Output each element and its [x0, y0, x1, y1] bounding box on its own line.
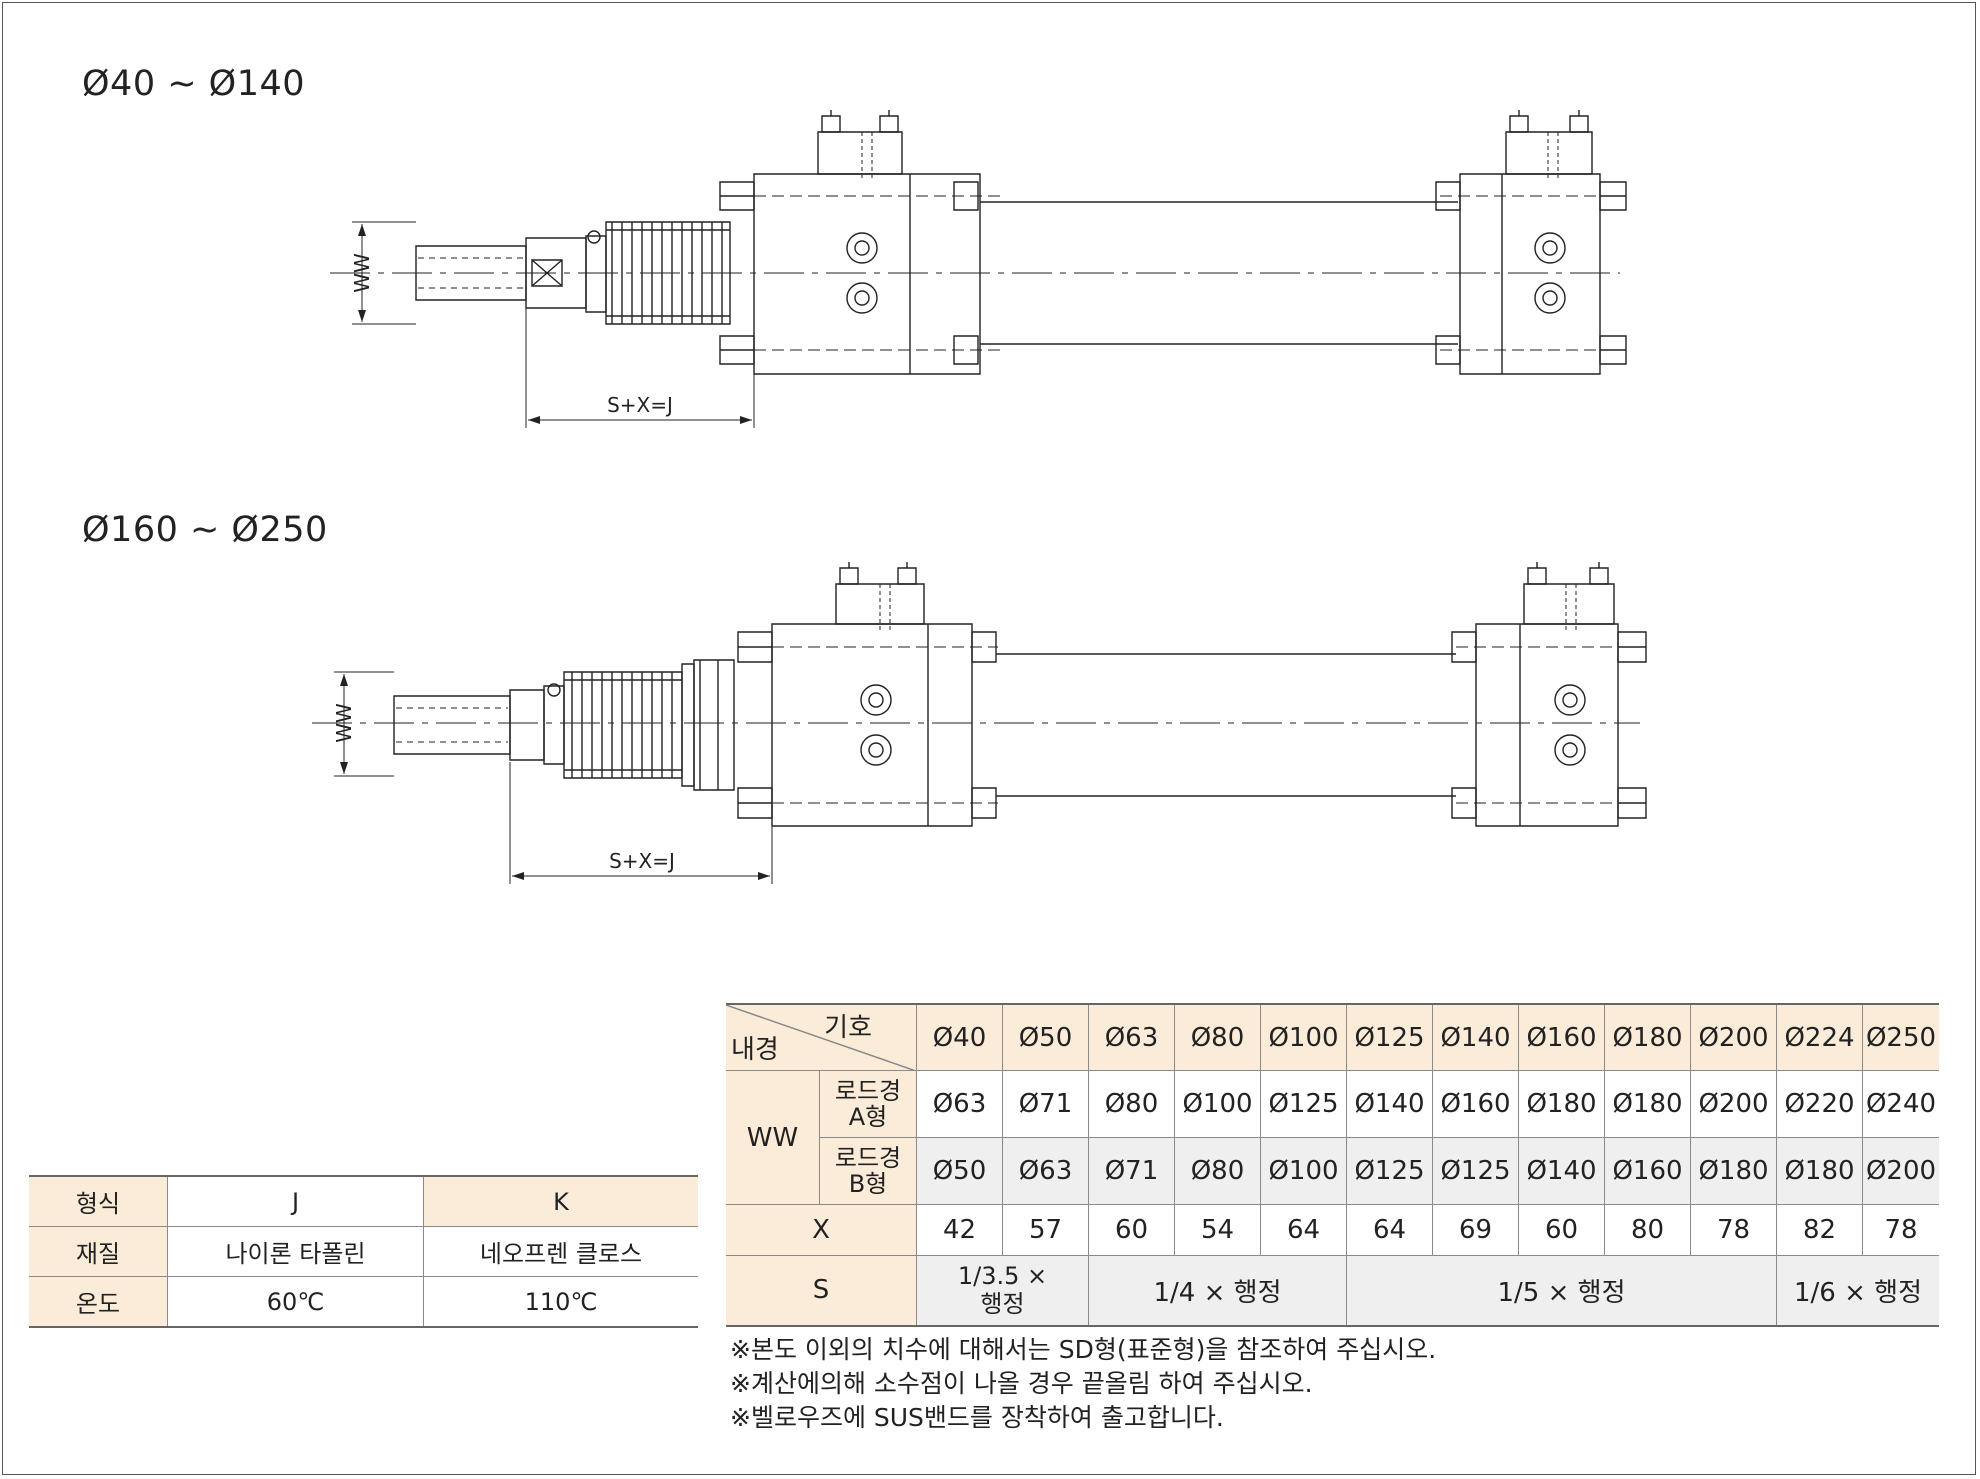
mat-header-k: K	[423, 1175, 698, 1227]
rod-b-cell: Ø180	[1690, 1137, 1777, 1205]
x-cell: 60	[1088, 1204, 1175, 1256]
s-row: S 1/3.5 ×행정 1/4 × 행정 1/5 × 행정 1/6 × 행정	[726, 1255, 1939, 1327]
rod-b-cell: Ø125	[1346, 1137, 1433, 1205]
x-cell: 69	[1432, 1204, 1519, 1256]
cylinder-drawing-small: WW S+X=J	[0, 0, 1980, 500]
s-group-1: 1/3.5 ×행정	[916, 1255, 1089, 1327]
rod-a-cell: Ø140	[1346, 1070, 1433, 1138]
mat-row-label: 온도	[29, 1276, 168, 1328]
mat-cell: 나이론 타폴린	[167, 1226, 424, 1277]
sxj-label-2: S+X=J	[609, 849, 675, 873]
rod-b-cell: Ø100	[1260, 1137, 1347, 1205]
mat-cell: 110℃	[423, 1276, 698, 1328]
rod-b-cell: Ø80	[1174, 1137, 1261, 1205]
notes: ※본도 이외의 치수에 대해서는 SD형(표준형)을 참조하여 주십시오. ※계…	[730, 1333, 1436, 1435]
rod-b-cell: Ø63	[1002, 1137, 1089, 1205]
note-line: ※계산에의해 소수점이 나올 경우 끝올림 하여 주십시오.	[730, 1369, 1313, 1398]
rod-b-cell: Ø160	[1604, 1137, 1691, 1205]
ww-label-2: WW	[332, 703, 356, 743]
corner-bore-label: 내경	[731, 1035, 779, 1065]
bore-header: Ø63	[1088, 1003, 1175, 1071]
sxj-label-1: S+X=J	[607, 393, 673, 417]
rod-a-cell: Ø160	[1432, 1070, 1519, 1138]
mat-cell: 네오프렌 클로스	[423, 1226, 698, 1277]
bore-header: Ø180	[1604, 1003, 1691, 1071]
bore-header: Ø160	[1518, 1003, 1605, 1071]
ww-label: WW	[726, 1070, 820, 1205]
rod-a-cell: Ø125	[1260, 1070, 1347, 1138]
x-cell: 57	[1002, 1204, 1089, 1256]
material-table: 형식 J K 재질 나이론 타폴린 네오프렌 클로스 온도 60℃ 110℃	[29, 1175, 698, 1328]
rod-a-cell: Ø220	[1776, 1070, 1863, 1138]
rod-a-cell: Ø180	[1604, 1070, 1691, 1138]
rod-b-label-line2: B형	[848, 1170, 888, 1198]
rod-a-cell: Ø80	[1088, 1070, 1175, 1138]
rod-b-cell: Ø50	[916, 1137, 1003, 1205]
corner-diagonal	[726, 1005, 916, 1071]
x-cell: 80	[1604, 1204, 1691, 1256]
rod-a-cell: Ø240	[1862, 1070, 1939, 1138]
rod-a-cell: Ø100	[1174, 1070, 1261, 1138]
s-label: S	[726, 1255, 917, 1327]
x-cell: 60	[1518, 1204, 1605, 1256]
corner-cell: 기호 내경	[726, 1003, 917, 1071]
s-group-4: 1/6 × 행정	[1776, 1255, 1939, 1327]
x-cell: 54	[1174, 1204, 1261, 1256]
bore-header: Ø224	[1776, 1003, 1863, 1071]
rod-a-cell: Ø63	[916, 1070, 1003, 1138]
rod-b-cell: Ø180	[1776, 1137, 1863, 1205]
s-group-1-line2: 행정	[980, 1290, 1025, 1319]
x-cell: 64	[1260, 1204, 1347, 1256]
note-line: ※벨로우즈에 SUS밴드를 장착하여 출고합니다.	[730, 1403, 1224, 1432]
mat-header-type: 형식	[29, 1175, 168, 1227]
x-row: X 42 57 60 54 64 64 69 60 80 78 82 78	[726, 1204, 1939, 1256]
s-group-1-line1: 1/3.5 ×	[957, 1262, 1048, 1291]
x-cell: 64	[1346, 1204, 1433, 1256]
bore-header: Ø200	[1690, 1003, 1777, 1071]
rod-a-label-line2: A형	[848, 1103, 888, 1131]
rod-a-cell: Ø180	[1518, 1070, 1605, 1138]
rod-b-cell: Ø71	[1088, 1137, 1175, 1205]
x-cell: 78	[1862, 1204, 1939, 1256]
rod-a-cell: Ø200	[1690, 1070, 1777, 1138]
bore-header: Ø125	[1346, 1003, 1433, 1071]
x-cell: 82	[1776, 1204, 1863, 1256]
rod-b-cell: Ø200	[1862, 1137, 1939, 1205]
x-cell: 78	[1690, 1204, 1777, 1256]
mat-cell: 60℃	[167, 1276, 424, 1328]
bore-header: Ø50	[1002, 1003, 1089, 1071]
s-group-3: 1/5 × 행정	[1346, 1255, 1777, 1327]
bore-header: Ø140	[1432, 1003, 1519, 1071]
x-label: X	[726, 1204, 917, 1256]
diagram1-title: Ø40 ~ Ø140	[82, 64, 306, 104]
dimension-table: 기호 내경 Ø40 Ø50 Ø63 Ø80 Ø100 Ø125 Ø140 Ø16…	[726, 1003, 1939, 1327]
x-cell: 42	[916, 1204, 1003, 1256]
mat-row-label: 재질	[29, 1226, 168, 1277]
bore-row: 기호 내경 Ø40 Ø50 Ø63 Ø80 Ø100 Ø125 Ø140 Ø16…	[726, 1003, 1939, 1071]
rod-a-cell: Ø71	[1002, 1070, 1089, 1138]
bore-header: Ø80	[1174, 1003, 1261, 1071]
s-group-2: 1/4 × 행정	[1088, 1255, 1347, 1327]
bore-header: Ø100	[1260, 1003, 1347, 1071]
ww-label-1: WW	[350, 253, 374, 293]
rod-b-cell: Ø140	[1518, 1137, 1605, 1205]
mat-header-j: J	[167, 1175, 424, 1227]
rod-b-cell: Ø125	[1432, 1137, 1519, 1205]
bore-header: Ø250	[1862, 1003, 1939, 1071]
rod-b-label-line1: 로드경	[834, 1144, 902, 1172]
note-line: ※본도 이외의 치수에 대해서는 SD형(표준형)을 참조하여 주십시오.	[730, 1335, 1437, 1364]
diagram2-title: Ø160 ~ Ø250	[82, 510, 328, 550]
cylinder-drawing-large: WW S+X=J	[0, 0, 1980, 940]
bore-header: Ø40	[916, 1003, 1003, 1071]
rod-a-label-line1: 로드경	[834, 1077, 902, 1105]
corner-symbol-label: 기호	[824, 1013, 872, 1043]
